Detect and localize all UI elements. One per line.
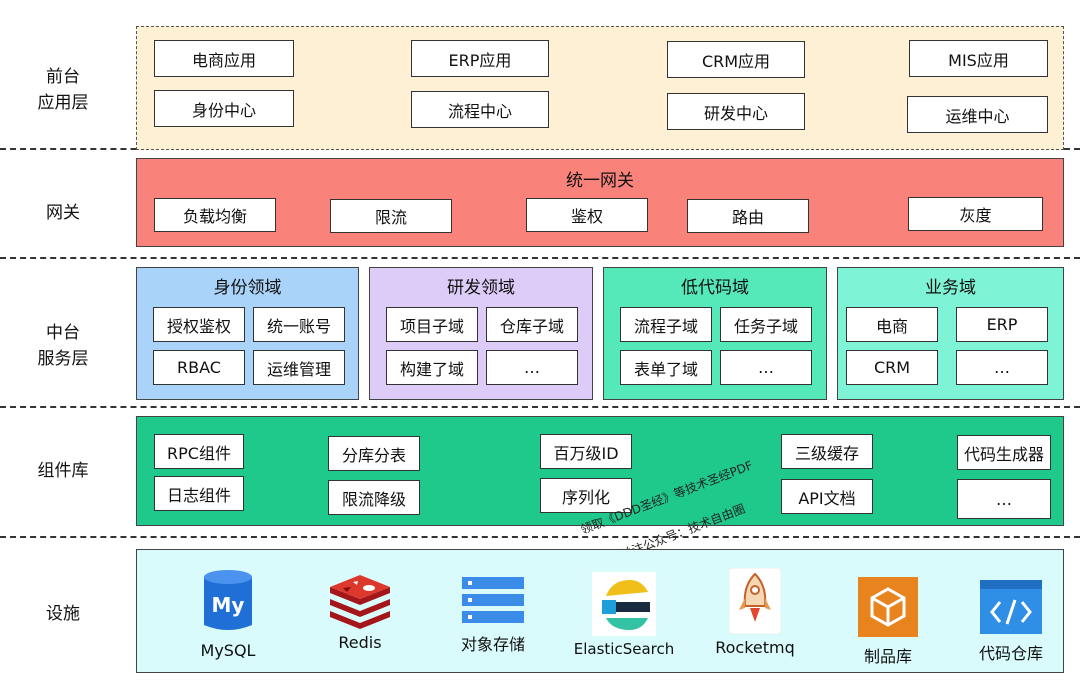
component-api-doc: API文档 [781, 479, 873, 514]
layer-label-frontend: 前台 应用层 [8, 64, 118, 116]
storage-icon [462, 577, 524, 623]
domain-title: 业务域 [925, 278, 976, 298]
component-rpc: RPC组件 [154, 434, 244, 469]
gateway-item-load-balance: 负载均衡 [154, 198, 276, 232]
component-sharding: 分库分表 [328, 436, 420, 471]
gateway-item-gray-release: 灰度 [908, 197, 1043, 231]
domain-item: 构建了域 [386, 350, 478, 385]
rocketmq-icon [729, 568, 781, 634]
domain-item: ERP [956, 307, 1048, 342]
infra-label: 对象存储 [460, 635, 525, 654]
layer-label-gateway: 网关 [8, 200, 118, 226]
domain-item: 运维管理 [253, 350, 345, 385]
gateway-item-routing: 路由 [687, 199, 809, 233]
domain-item: 仓库子域 [486, 307, 578, 342]
infra-label: 代码仓库 [978, 644, 1043, 663]
component-codegen: 代码生成器 [957, 435, 1051, 470]
code-icon [980, 580, 1042, 634]
domain-item: 授权鉴权 [153, 307, 245, 342]
infra-redis: Redis [320, 573, 400, 652]
domain-item: 表单了域 [620, 350, 712, 385]
domain-item: 统一账号 [253, 307, 345, 342]
infra-label: 制品库 [863, 647, 912, 666]
layer-label-infra: 设施 [8, 601, 118, 627]
app-box-erp: ERP应用 [411, 40, 549, 77]
domain-item: 任务子域 [720, 307, 812, 342]
component-id-gen: 百万级ID [540, 434, 632, 469]
domain-item: … [956, 350, 1048, 385]
domain-item: CRM [846, 350, 938, 385]
infra-rocketmq: Rocketmq [710, 568, 800, 657]
layer-label-line: 前台 [46, 67, 80, 87]
layer-label-line: 服务层 [37, 349, 89, 369]
infra-label: ElasticSearch [573, 640, 675, 658]
domain-title: 身份领域 [213, 278, 282, 298]
domain-item: 电商 [846, 307, 938, 342]
layer-label-line: 设施 [46, 604, 80, 624]
infra-label: MySQL [200, 641, 256, 660]
elasticsearch-icon [592, 572, 656, 636]
layer-separator [0, 406, 1080, 408]
component-log: 日志组件 [154, 476, 244, 511]
gateway-item-auth: 鉴权 [526, 198, 648, 232]
domain-item: … [486, 350, 578, 385]
app-box-identity-center: 身份中心 [154, 90, 294, 127]
domain-item: 项目子域 [386, 307, 478, 342]
infra-elasticsearch: ElasticSearch [568, 572, 680, 658]
layer-label-line: 中台 [46, 323, 80, 343]
domain-item: RBAC [153, 350, 245, 385]
layer-label-line: 应用层 [37, 93, 89, 113]
app-box-mis: MIS应用 [909, 40, 1048, 77]
domain-title: 低代码域 [681, 278, 749, 298]
component-cache: 三级缓存 [781, 434, 873, 469]
app-box-crm: CRM应用 [667, 41, 805, 78]
layer-label-middle: 中台 服务层 [8, 320, 118, 372]
infra-code-repo: 代码仓库 [966, 580, 1056, 664]
app-box-rnd-center: 研发中心 [667, 93, 805, 130]
infra-label: Redis [338, 633, 382, 652]
domain-title: 研发领域 [447, 278, 515, 298]
component-more: … [957, 479, 1051, 519]
mysql-badge: My [212, 593, 245, 617]
mysql-icon: My [204, 570, 252, 630]
layer-separator [0, 536, 1080, 538]
infra-artifact-repo: 制品库 [843, 577, 933, 667]
layer-label-components: 组件库 [8, 458, 118, 484]
app-box-ops-center: 运维中心 [907, 96, 1048, 133]
layer-label-line: 组件库 [37, 461, 89, 481]
layer-separator [0, 257, 1080, 259]
app-box-ecommerce: 电商应用 [154, 40, 294, 77]
gateway-item-rate-limit: 限流 [330, 199, 452, 233]
infra-mysql: My MySQL [188, 567, 268, 660]
artifact-icon [858, 577, 918, 637]
gateway-title: 统一网关 [566, 171, 634, 191]
domain-item: … [720, 350, 812, 385]
redis-icon [330, 575, 390, 629]
app-box-process-center: 流程中心 [411, 91, 549, 128]
domain-item: 流程子域 [620, 307, 712, 342]
infra-object-storage: 对象存储 [448, 575, 538, 655]
layer-label-line: 网关 [46, 203, 80, 223]
infra-label: Rocketmq [715, 638, 795, 657]
component-degrade: 限流降级 [328, 480, 420, 515]
component-serialization: 序列化 [540, 478, 632, 513]
